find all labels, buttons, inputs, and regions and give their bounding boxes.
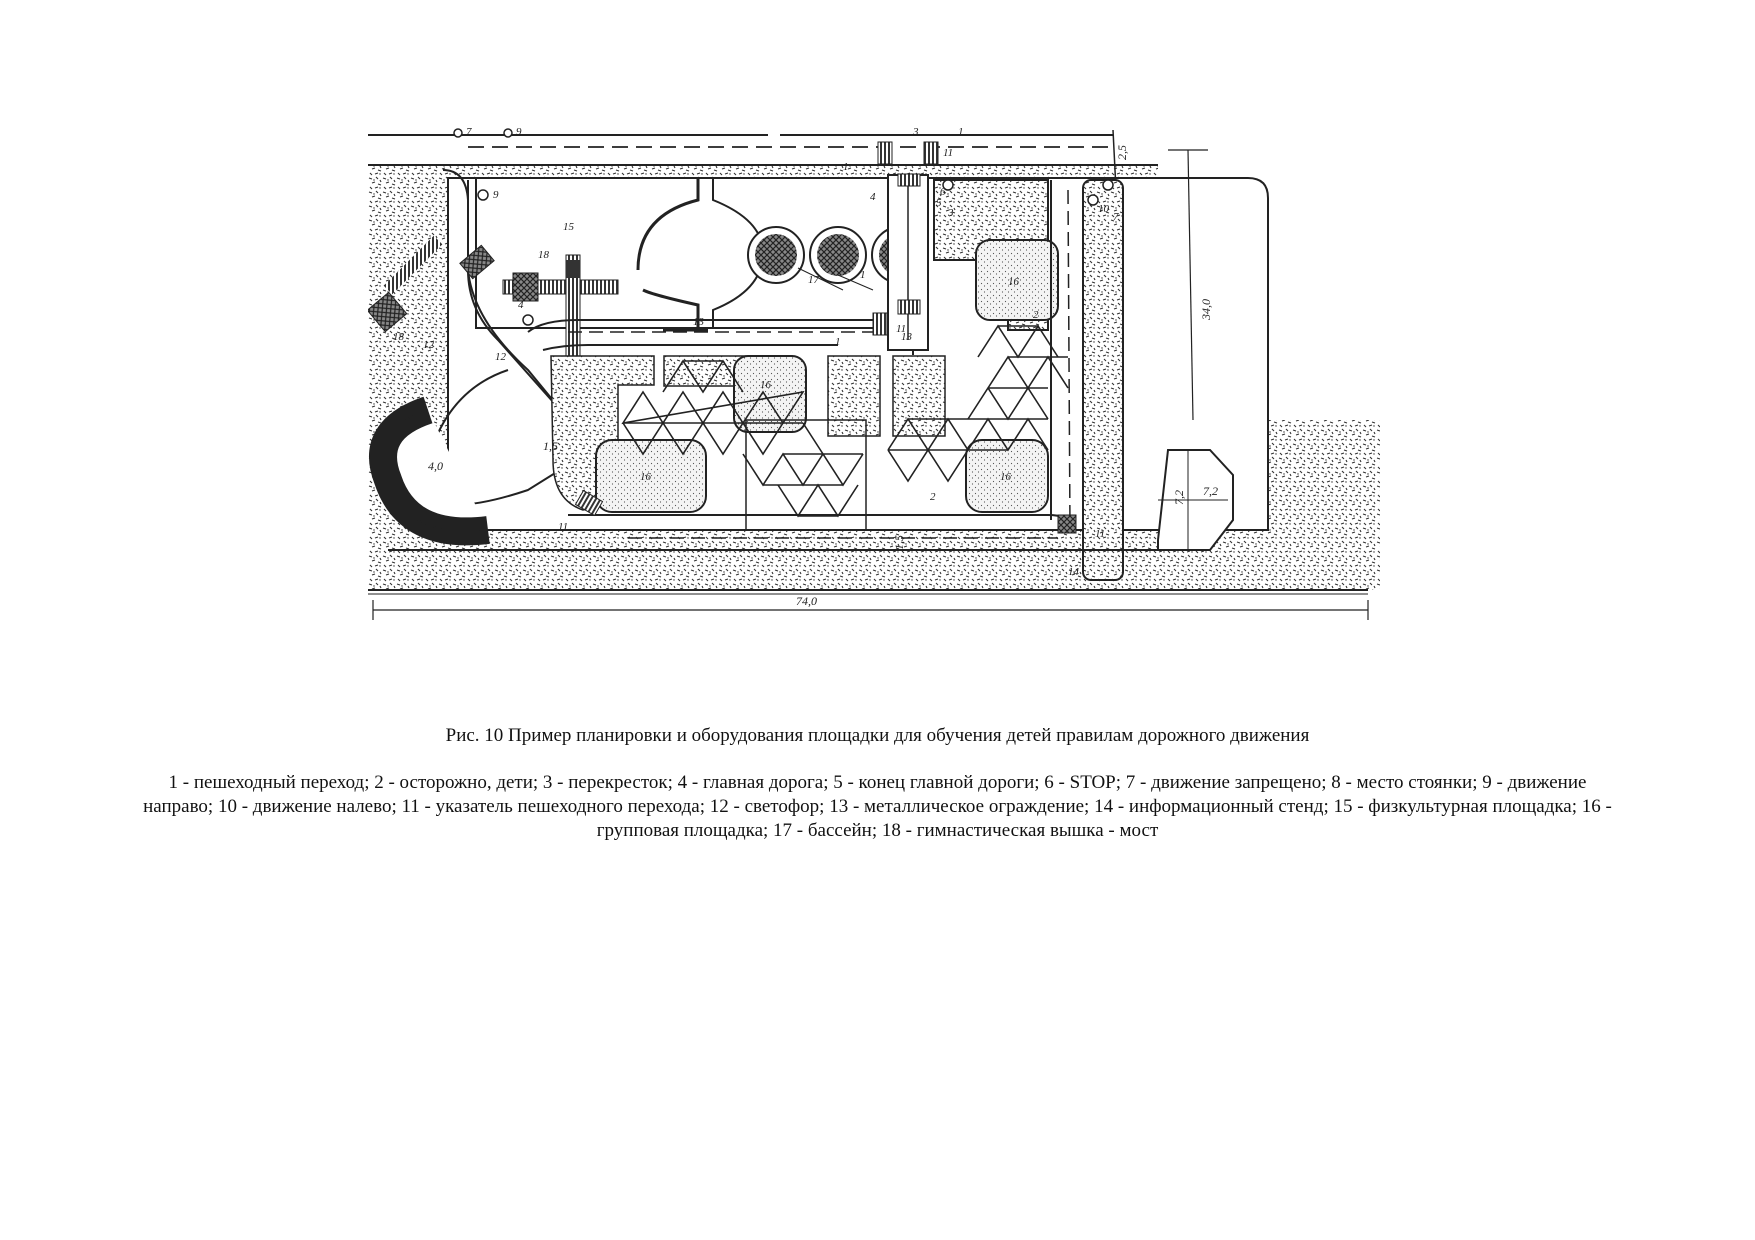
svg-text:14: 14 xyxy=(1068,566,1080,578)
svg-text:3: 3 xyxy=(947,207,954,219)
svg-text:16: 16 xyxy=(1000,471,1012,483)
svg-text:13: 13 xyxy=(901,331,913,343)
figure-legend: 1 - пешеходный переход; 2 - осторожно, д… xyxy=(143,772,1612,841)
svg-text:1,5: 1,5 xyxy=(543,439,558,453)
svg-text:1: 1 xyxy=(835,336,841,348)
svg-text:3: 3 xyxy=(912,126,919,138)
svg-text:18: 18 xyxy=(538,249,550,261)
svg-text:34,0: 34,0 xyxy=(1199,299,1213,321)
svg-text:1: 1 xyxy=(843,161,849,173)
svg-text:1,5: 1,5 xyxy=(892,535,906,550)
svg-text:9: 9 xyxy=(493,189,499,201)
svg-text:7: 7 xyxy=(466,126,472,138)
svg-text:11: 11 xyxy=(558,521,568,533)
svg-text:17: 17 xyxy=(808,274,820,286)
svg-text:11: 11 xyxy=(943,147,953,159)
svg-text:7,2: 7,2 xyxy=(1172,490,1186,505)
svg-text:1: 1 xyxy=(860,269,866,281)
figure-caption: Рис. 10 Пример планировки и оборудования… xyxy=(445,725,1310,746)
svg-text:16: 16 xyxy=(1008,276,1020,288)
svg-text:5: 5 xyxy=(936,197,942,209)
svg-text:11: 11 xyxy=(896,323,906,335)
svg-text:9: 9 xyxy=(516,126,522,138)
svg-text:4: 4 xyxy=(518,299,524,311)
svg-text:2,5: 2,5 xyxy=(1115,145,1129,160)
svg-text:4: 4 xyxy=(870,191,876,203)
svg-text:13: 13 xyxy=(693,316,705,328)
svg-text:1: 1 xyxy=(958,126,964,138)
svg-text:12: 12 xyxy=(423,339,435,351)
svg-text:74,0: 74,0 xyxy=(796,594,817,608)
svg-text:18: 18 xyxy=(393,331,405,343)
svg-text:16: 16 xyxy=(760,379,772,391)
svg-text:10: 10 xyxy=(1098,203,1110,215)
playground-layout-diagram: 7 9 3 1 11 9 15 18 18 17 13 13 4 4 1 1 1… xyxy=(368,120,1380,700)
svg-text:16: 16 xyxy=(640,471,652,483)
svg-text:7: 7 xyxy=(1113,211,1119,223)
svg-text:2: 2 xyxy=(1033,309,1039,321)
svg-text:15: 15 xyxy=(563,221,575,233)
svg-text:6: 6 xyxy=(940,186,946,198)
svg-text:2: 2 xyxy=(930,491,936,503)
svg-text:7,2: 7,2 xyxy=(1203,484,1218,498)
svg-text:12: 12 xyxy=(495,351,507,363)
svg-text:4,0: 4,0 xyxy=(428,459,443,473)
svg-text:11: 11 xyxy=(1095,528,1105,540)
